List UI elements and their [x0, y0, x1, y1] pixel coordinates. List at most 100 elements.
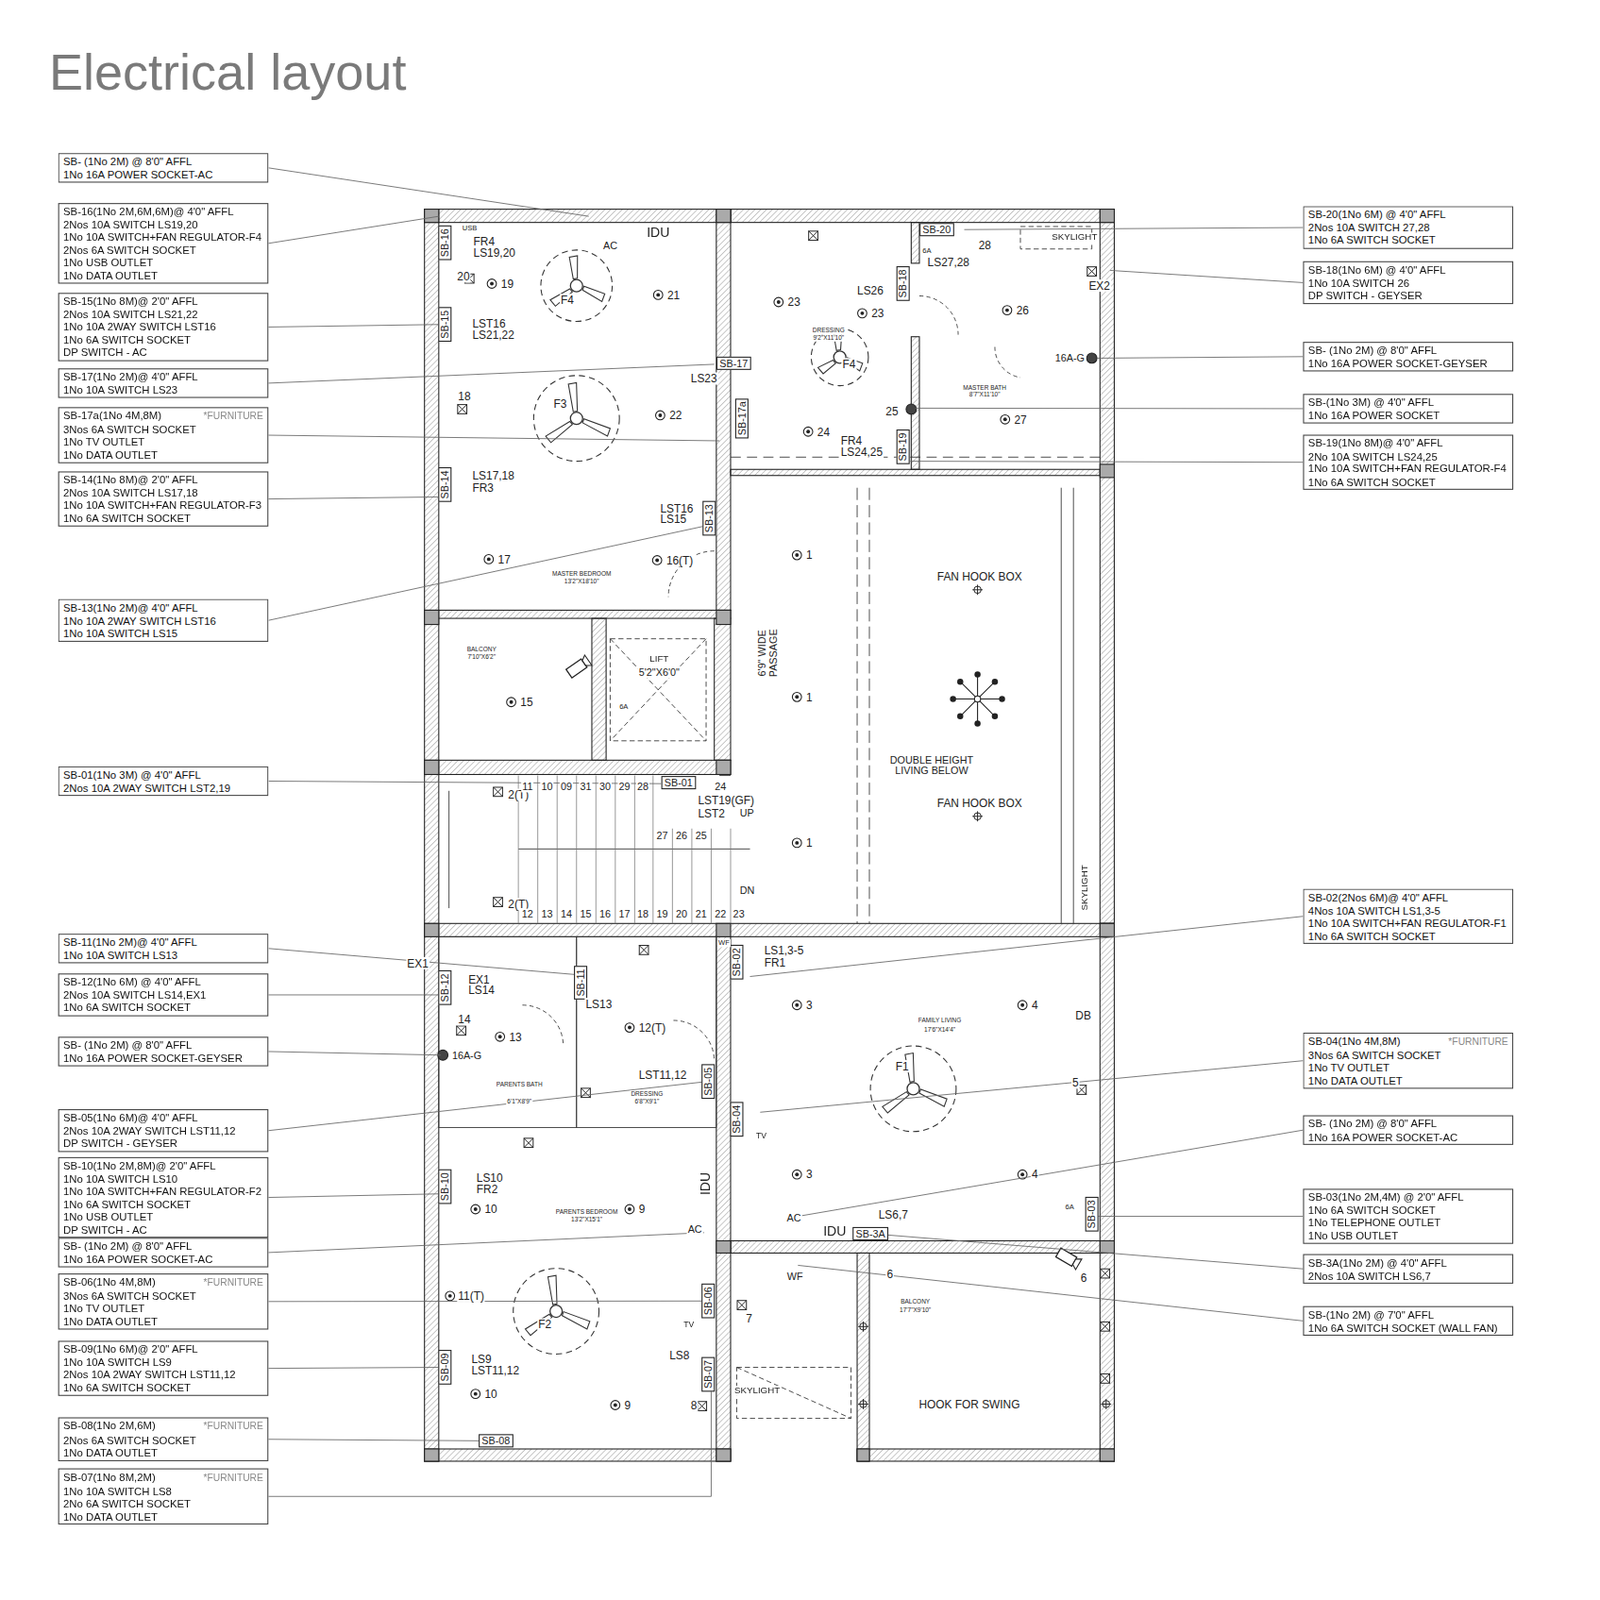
- plan-graphic: [719, 774, 731, 776]
- switchboard-tag: SB-17a: [735, 398, 749, 439]
- fan-blade: [818, 360, 837, 374]
- light-point: [613, 1403, 618, 1408]
- leader-line: [268, 525, 708, 622]
- plan-label: IDU: [645, 225, 671, 240]
- plan-label: 28: [977, 238, 993, 252]
- fan-hub: [907, 1082, 920, 1095]
- plan-graphic: [1099, 209, 1114, 223]
- light-point: [794, 1172, 799, 1177]
- callout-line: 2Nos 10A 2WAY SWITCH LST11,12: [63, 1368, 264, 1382]
- leader-line: [268, 324, 439, 328]
- callout-heading-row: SB- (1No 2M) @ 8'0" AFFL: [63, 154, 264, 169]
- hook-box: [858, 1398, 869, 1410]
- switchboard-callout: SB-06(1No 4M,8M)*FURNITURE3Nos 6A SWITCH…: [58, 1273, 270, 1330]
- light-point: [794, 841, 799, 845]
- fan-blade: [545, 421, 573, 442]
- leader-line: [797, 1264, 1303, 1321]
- callout-line: 1No 10A SWITCH+FAN REGULATOR-F1: [1308, 916, 1509, 930]
- plan-label: 15: [578, 909, 592, 921]
- light-point: [484, 555, 494, 565]
- switchboard-callout: SB-14(1No 8M)@ 2'0" AFFL2Nos 10A SWITCH …: [58, 471, 270, 526]
- fan-blade: [582, 419, 610, 437]
- fan-blade: [547, 1275, 557, 1305]
- plan-graphic: [1061, 488, 1062, 925]
- plan-label: 7'10"X6'2": [466, 654, 497, 661]
- plan-label: 1: [805, 549, 814, 562]
- cctv-camera: [565, 655, 592, 679]
- ceiling-fan-symbol: [810, 328, 869, 387]
- light-point: [791, 1000, 802, 1011]
- plan-label: MASTER BEDROOM: [551, 571, 613, 578]
- chandelier-lamp: [957, 678, 963, 685]
- plan-label: PARENTS BEDROOM: [555, 1209, 620, 1216]
- plan-label: FAN HOOK BOX: [936, 796, 1024, 809]
- switchboard-tag: SB-18: [896, 266, 910, 302]
- switchboard-callout: SB-04(1No 4M,8M)*FURNITURE3Nos 6A SWITCH…: [1302, 1032, 1514, 1089]
- switchboard-callout: SB-20(1No 6M) @ 4'0" AFFL2Nos 10A SWITCH…: [1302, 205, 1514, 249]
- callout-line: 2Nos 10A SWITCH LS14,EX1: [63, 988, 264, 1002]
- wall-light: [639, 945, 649, 956]
- plan-label: 3: [805, 1168, 814, 1181]
- switchboard-callout: SB- (1No 2M) @ 8'0" AFFL1No 16A POWER SO…: [58, 152, 270, 183]
- plan-label: 6'9" WIDE PASSAGE: [756, 616, 779, 691]
- callout-line: 1No DATA OUTLET: [63, 269, 264, 283]
- callout-line: 1No 10A SWITCH LS9: [63, 1355, 264, 1369]
- callout-line: 1No 6A SWITCH SOCKET: [63, 333, 264, 347]
- plan-label: 24: [713, 780, 727, 792]
- leader-line: [883, 1234, 1303, 1269]
- plan-label: 13: [507, 1030, 523, 1044]
- plan-label: HOOK FOR SWING: [917, 1397, 1021, 1411]
- callout-line: 2Nos 10A SWITCH LS19,20: [63, 218, 264, 232]
- plan-label: MASTER BATH: [961, 384, 1008, 391]
- callout-line: 2No 6A SWITCH SOCKET: [63, 1497, 264, 1511]
- leader-line: [964, 227, 1304, 230]
- plan-label: AC: [687, 1224, 704, 1236]
- callout-heading: SB-19(1No 8M)@ 4'0" AFFL: [1308, 437, 1444, 451]
- plan-graphic: [518, 848, 750, 850]
- wall-light: [523, 1138, 534, 1148]
- fan-sweep: [540, 250, 613, 322]
- plan-label: 23: [786, 295, 801, 308]
- plan-label: WF: [786, 1270, 805, 1282]
- light-point: [487, 279, 497, 289]
- callout-line: 1No 16A POWER SOCKET-AC: [1308, 1129, 1509, 1144]
- plan-graphic: [537, 775, 539, 925]
- light-point: [498, 1034, 503, 1039]
- callout-heading: SB-17(1No 2M)@ 4'0" AFFL: [63, 370, 199, 384]
- plan-label: USB: [461, 224, 479, 233]
- light-point: [471, 1204, 481, 1214]
- plan-graphic: [716, 209, 731, 611]
- light-point: [473, 1392, 478, 1397]
- plan-label: 5'2"X6'0": [638, 666, 681, 678]
- switchboard-callout: SB-15(1No 8M)@ 2'0" AFFL2Nos 10A SWITCH …: [58, 292, 270, 361]
- callout-line: 2Nos 6A SWITCH SOCKET: [63, 1432, 264, 1447]
- light-point: [624, 1023, 635, 1033]
- callout-line: 1No 6A SWITCH SOCKET (WALL FAN): [1308, 1320, 1509, 1334]
- plan-graphic: [424, 923, 1115, 937]
- callout-line: 1No 16A POWER SOCKET-GEYSER: [63, 1051, 264, 1065]
- callout-line: 1No USB OUTLET: [63, 1210, 264, 1224]
- cctv-camera: [1071, 1256, 1082, 1270]
- callout-line: 1No 10A SWITCH+FAN REGULATOR-F4: [63, 230, 264, 244]
- fan-blade: [524, 1313, 552, 1335]
- callout-line: 1No 6A SWITCH SOCKET: [1308, 928, 1509, 943]
- light-point: [791, 550, 802, 560]
- plan-graphic: [1099, 923, 1114, 1462]
- light-point: [859, 311, 864, 316]
- chandelier: [949, 671, 1005, 726]
- chandelier-arm: [953, 698, 978, 700]
- callout-line: 1No TV OUTLET: [63, 436, 264, 450]
- plan-graphic: [595, 775, 597, 925]
- plan-label: LS1,3-5: [763, 943, 806, 957]
- light-point: [657, 413, 662, 418]
- plan-label: IDU: [822, 1224, 847, 1239]
- light-point: [652, 555, 662, 566]
- furniture-note: *FURNITURE: [1448, 1035, 1508, 1049]
- callout-line: 1No 16A POWER SOCKET: [1308, 408, 1509, 422]
- light-point: [1020, 1172, 1025, 1177]
- plan-graphic: [730, 456, 1100, 458]
- light-point: [794, 1003, 799, 1008]
- switchboard-callout: SB-07(1No 8M,2M)*FURNITURE1No 10A SWITCH…: [58, 1468, 270, 1525]
- plan-label: LIFT: [648, 654, 670, 665]
- callout-heading-row: SB-3A(1No 2M) @ 4'0" AFFL: [1308, 1256, 1509, 1270]
